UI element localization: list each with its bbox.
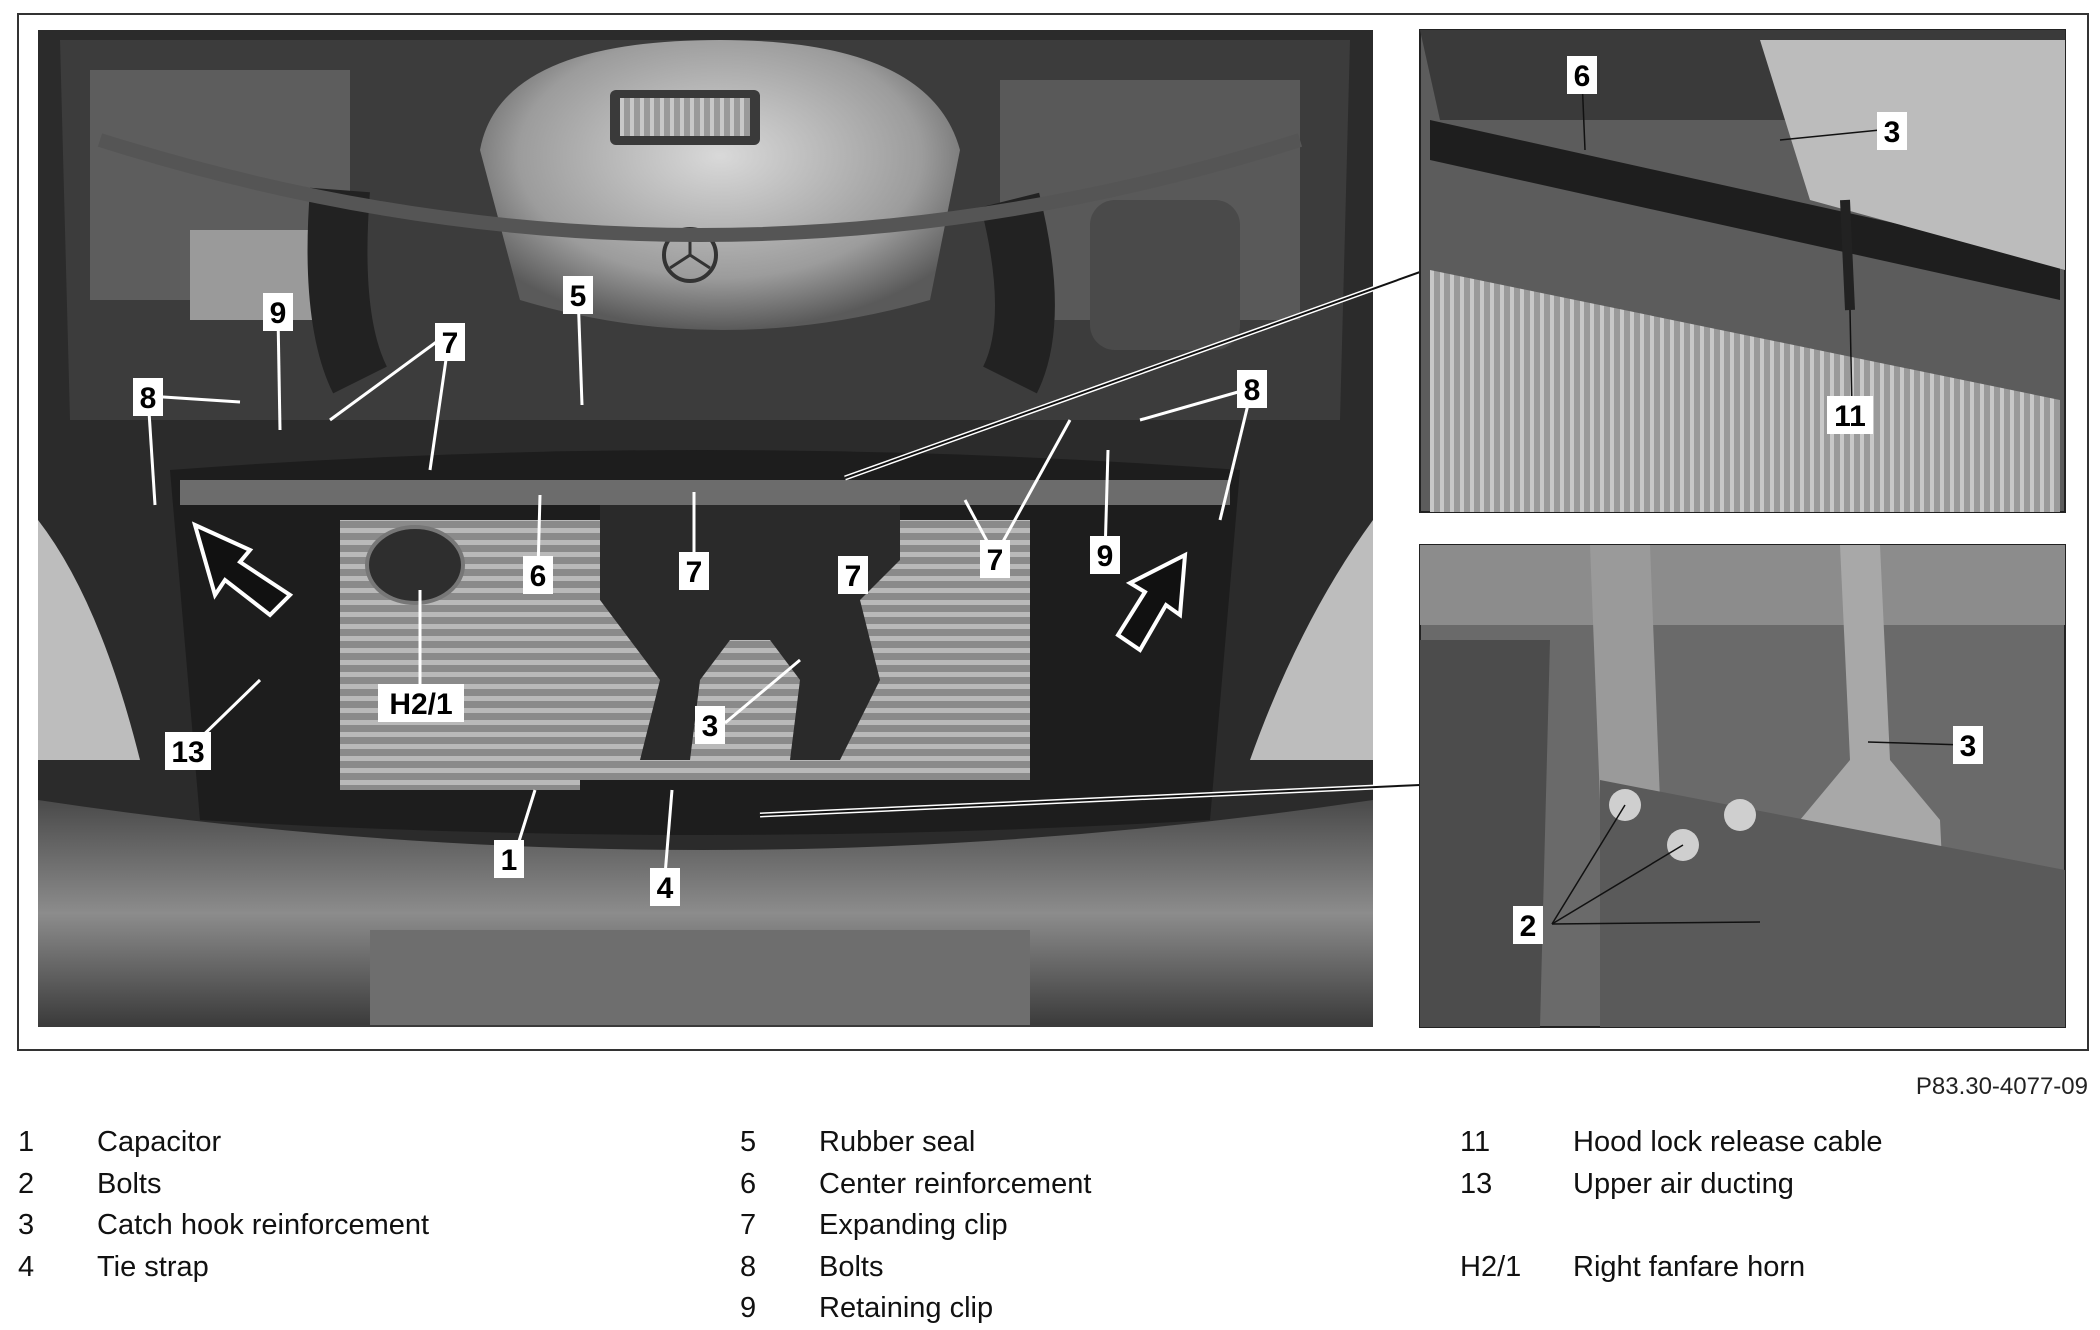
legend-spacer <box>1460 1205 1883 1247</box>
inset-bottom-photo <box>1419 544 2066 1028</box>
inset-top-photo <box>1419 29 2066 513</box>
legend-label: Upper air ducting <box>1573 1167 1794 1200</box>
legend-label: Catch hook reinforcement <box>97 1209 430 1241</box>
legend-item: 6 Center reinforcement <box>740 1164 1091 1206</box>
callout-4: 4 <box>650 868 680 906</box>
legend-item: 3 Catch hook reinforcement <box>18 1205 429 1247</box>
inset-bottom-callout-2: 2 <box>1513 906 1543 944</box>
legend-label: Hood lock release cable <box>1573 1126 1883 1158</box>
svg-text:5: 5 <box>570 280 587 313</box>
legend-number: 13 <box>1460 1167 1493 1200</box>
legend-label: Bolts <box>819 1250 884 1283</box>
legend-number: 3 <box>18 1209 35 1241</box>
legend-column-2: 5 Rubber seal 6 Center reinforcement 7 Expa… <box>740 1122 1091 1330</box>
svg-text:8: 8 <box>1244 374 1261 407</box>
svg-text:3: 3 <box>702 710 719 743</box>
svg-text:8: 8 <box>140 382 157 415</box>
legend-label: Right fanfare horn <box>1573 1250 1806 1283</box>
callout-6: 6 <box>523 556 553 594</box>
legend-column-3: 11 Hood lock release cable 13 Upper air du… <box>1460 1122 1883 1288</box>
svg-text:6: 6 <box>1574 60 1591 93</box>
callout-3: 3 <box>695 706 725 744</box>
legend-label: Bolts <box>97 1167 162 1200</box>
legend-item: 9 Retaining clip <box>740 1288 1091 1330</box>
legend-label: Center reinforcement <box>819 1167 1092 1200</box>
fanfare-horn <box>365 525 465 605</box>
callout-1: 1 <box>494 840 524 878</box>
legend-item: 7 Expanding clip <box>740 1205 1091 1247</box>
inset-bottom-callout-3: 3 <box>1953 726 1983 764</box>
svg-text:7: 7 <box>845 560 862 593</box>
svg-text:9: 9 <box>270 297 287 330</box>
svg-text:H2/1: H2/1 <box>389 688 452 721</box>
callout-7a: 7 <box>435 323 465 361</box>
legend-label: Capacitor <box>97 1126 222 1158</box>
legend-item: 1 Capacitor <box>18 1122 429 1164</box>
direction-arrow-right <box>1115 551 1188 653</box>
engine-cover <box>480 40 960 330</box>
callout-7c: 7 <box>980 540 1010 578</box>
svg-text:3: 3 <box>1960 730 1977 763</box>
legend-number: 11 <box>1460 1126 1491 1158</box>
center-reinforcement <box>180 480 1230 505</box>
callouts-inset-top: 6 3 11 <box>1567 56 1907 434</box>
callout-9-right: 9 <box>1090 536 1120 574</box>
legend-item: 11 Hood lock release cable <box>1460 1122 1883 1164</box>
legend-number: 9 <box>740 1292 757 1324</box>
legend-label: Rubber seal <box>819 1126 976 1158</box>
inset-top-callout-11: 11 <box>1827 396 1873 434</box>
legend-column-1: 1 Capacitor 2 Bolts 3 Catch hook reinforcem… <box>18 1122 429 1288</box>
callout-8-right: 8 <box>1237 370 1267 408</box>
svg-text:6: 6 <box>530 560 547 593</box>
legend-item: 13 Upper air ducting <box>1460 1164 1883 1206</box>
legend-item: 4 Tie strap <box>18 1247 429 1289</box>
legend-item: 5 Rubber seal <box>740 1122 1091 1164</box>
legend-number: 4 <box>18 1250 35 1283</box>
callout-h2-1: H2/1 <box>378 684 464 722</box>
figure-id: P83.30-4077-09 <box>1915 1073 2088 1100</box>
callout-8-left: 8 <box>133 378 163 416</box>
callout-9-left: 9 <box>263 293 293 331</box>
svg-text:7: 7 <box>442 327 459 360</box>
svg-text:4: 4 <box>657 872 674 905</box>
svg-text:3: 3 <box>1884 116 1901 149</box>
inset-top-callout-3: 3 <box>1877 112 1907 150</box>
callouts-main: 1 3 4 5 6 7 7 7 7 8 8 9 9 13 H2/1 <box>133 276 1267 906</box>
legend-number: 1 <box>18 1126 35 1158</box>
catch-hook-reinforcement <box>600 505 900 760</box>
svg-text:9: 9 <box>1097 540 1114 573</box>
legend-item: 2 Bolts <box>18 1164 429 1206</box>
callout-13: 13 <box>165 732 211 770</box>
legend-label: Expanding clip <box>819 1209 1008 1241</box>
legend-item: 8 Bolts <box>740 1247 1091 1289</box>
legend-number: 6 <box>740 1167 757 1200</box>
svg-text:11: 11 <box>1834 400 1866 433</box>
callouts-inset-bottom: 3 2 <box>1513 726 1983 944</box>
direction-arrow-left <box>191 521 294 618</box>
legend-label: Tie strap <box>97 1250 209 1283</box>
callout-7d: 7 <box>838 556 868 594</box>
legend-number: 5 <box>740 1126 757 1158</box>
figure-frame <box>17 13 2089 1051</box>
svg-text:7: 7 <box>987 544 1004 577</box>
main-photo <box>38 30 1373 1027</box>
legend-item: H2/1 Right fanfare horn <box>1460 1247 1883 1289</box>
svg-text:13: 13 <box>171 736 204 769</box>
legend-number: H2/1 <box>1460 1250 1522 1283</box>
legend-number: 8 <box>740 1250 757 1283</box>
callout-7b: 7 <box>679 552 709 590</box>
svg-text:1: 1 <box>501 844 518 877</box>
legend-number: 2 <box>18 1167 35 1200</box>
inset-top-callout-6: 6 <box>1567 56 1597 94</box>
callout-5: 5 <box>563 276 593 314</box>
svg-text:2: 2 <box>1520 910 1537 943</box>
svg-text:7: 7 <box>686 556 703 589</box>
legend-label: Retaining clip <box>819 1292 994 1324</box>
legend-number: 7 <box>740 1209 757 1241</box>
